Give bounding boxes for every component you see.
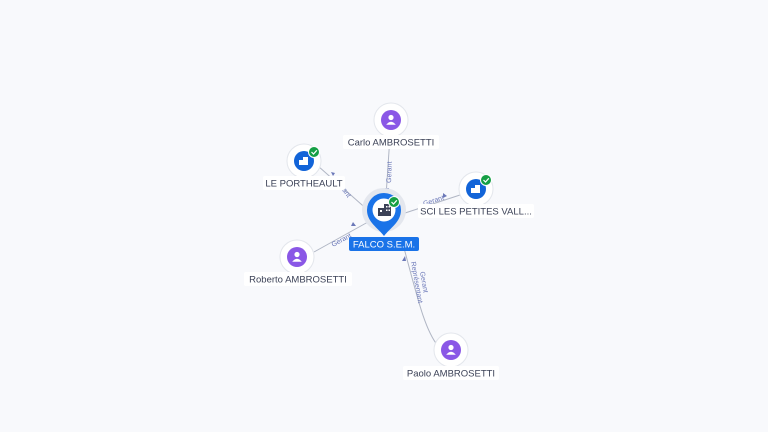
node-label-bg: [343, 135, 439, 149]
node-paolo[interactable]: Paolo AMBROSETTI: [403, 332, 499, 380]
node-carlo[interactable]: Carlo AMBROSETTI: [343, 102, 439, 149]
person-icon: [292, 251, 302, 262]
person-icon: [386, 114, 396, 125]
node-label: Carlo AMBROSETTI: [348, 138, 435, 149]
edge-paolo[interactable]: [403, 247, 439, 347]
center-node-label-bg: [349, 237, 419, 251]
node-label: Roberto AMBROSETTI: [249, 275, 347, 286]
verified-icon: [480, 174, 492, 186]
building-icon: [378, 204, 391, 216]
node-roberto[interactable]: Roberto AMBROSETTI: [244, 239, 352, 286]
node-label: LE PORTHEAULT: [265, 179, 342, 190]
arrow-icon: [402, 256, 406, 261]
building-icon: [471, 185, 480, 193]
node-sci[interactable]: SCI LES PETITES VALL...: [418, 171, 534, 218]
center-node[interactable]: FALCO S.E.M.: [349, 188, 419, 251]
building-icon: [299, 157, 308, 165]
node-label-bg: [418, 204, 534, 218]
edge-label-carlo: Gerant: [386, 161, 394, 183]
arrow-icon: [351, 222, 356, 226]
center-node-label: FALCO S.E.M.: [353, 240, 415, 251]
edge-label-portheault: ant: [340, 187, 351, 199]
node-label-bg: [263, 176, 345, 190]
arrow-icon: [331, 172, 335, 176]
node-label: Paolo AMBROSETTI: [407, 369, 495, 380]
verified-icon: [388, 196, 400, 208]
node-portheault[interactable]: LE PORTHEAULT: [263, 143, 345, 190]
node-label: SCI LES PETITES VALL...: [420, 207, 532, 218]
arrow-icon: [443, 193, 447, 198]
person-icon: [446, 344, 456, 355]
edge-label-paolo-1: Gerant: [418, 271, 429, 293]
verified-icon: [308, 146, 320, 158]
edge-roberto[interactable]: [313, 221, 369, 253]
node-label-bg: [403, 366, 499, 380]
node-label-bg: [244, 272, 352, 286]
